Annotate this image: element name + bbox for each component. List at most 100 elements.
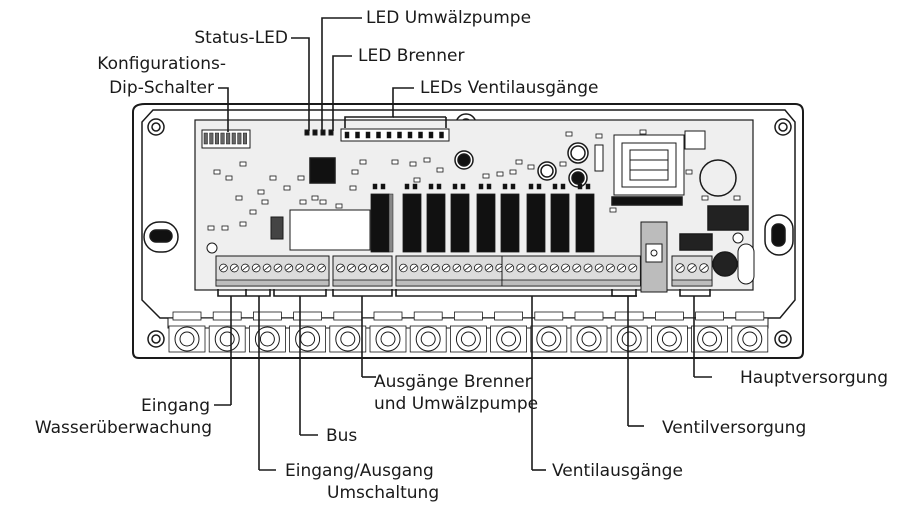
label-led-umwaelzpumpe: LED Umwälzpumpe <box>366 8 531 28</box>
smd-component <box>258 190 264 194</box>
smd-component <box>270 176 276 180</box>
smd-component <box>350 186 356 190</box>
cable-gland-inner <box>301 332 315 346</box>
relay-diode <box>537 184 541 189</box>
label-konfig-line1: Konfigurations- <box>40 54 226 74</box>
cable-gland-inner <box>662 332 676 346</box>
valve-led <box>419 132 423 138</box>
relay <box>371 194 389 252</box>
cable-gland-inner <box>180 332 194 346</box>
smd-component <box>410 162 416 166</box>
smd-component <box>566 132 572 136</box>
relay-separator <box>389 194 393 252</box>
smd-component <box>336 204 342 208</box>
jumper <box>271 217 283 239</box>
label-eingang-line2: Wasserüberwachung <box>0 418 212 438</box>
smd-component <box>686 170 692 174</box>
relay-diode <box>461 184 465 189</box>
microcontroller <box>310 158 335 183</box>
cable-glands <box>168 312 768 352</box>
relay <box>551 194 569 252</box>
relay <box>403 194 421 252</box>
board-screw <box>733 233 743 243</box>
smd-component <box>528 165 534 169</box>
relay-diode <box>561 184 565 189</box>
gland-clip <box>294 312 322 320</box>
relay-diode <box>479 184 483 189</box>
label-umschaltung-line2: Umschaltung <box>327 483 439 503</box>
smd-component <box>596 134 602 138</box>
valve-led <box>356 132 360 138</box>
relay-diode <box>487 184 491 189</box>
valve-led <box>398 132 402 138</box>
dip-switch <box>202 130 250 148</box>
dip-switch-lever <box>226 133 230 144</box>
terminal-block-base <box>333 280 392 286</box>
smd-component <box>352 170 358 174</box>
smd-component <box>483 174 489 178</box>
terminal-block-base <box>396 280 507 286</box>
smd-component <box>702 196 708 200</box>
gland-clip <box>414 312 442 320</box>
smd-component <box>437 168 443 172</box>
gland-clip <box>374 312 402 320</box>
relay-diode <box>405 184 409 189</box>
fuse-holder <box>708 206 748 230</box>
dip-switch-lever <box>243 133 247 144</box>
smd-component <box>300 200 306 204</box>
capacitor <box>455 151 473 169</box>
smd-component <box>734 196 740 200</box>
gland-clip <box>213 312 241 320</box>
label-status-led: Status-LED <box>170 28 288 48</box>
relay-diode <box>453 184 457 189</box>
gland-clip <box>253 312 281 320</box>
buzzer <box>700 160 736 196</box>
dip-switch-lever <box>210 133 214 144</box>
gland-clip <box>495 312 523 320</box>
gland-clip <box>736 312 764 320</box>
valve-led-strip <box>341 129 449 141</box>
smd-component <box>360 160 366 164</box>
cable-gland-inner <box>582 332 596 346</box>
cable-gland-inner <box>542 332 556 346</box>
smd-component <box>240 222 246 226</box>
transformer <box>614 135 684 195</box>
gland-clip <box>575 312 603 320</box>
relay <box>527 194 545 252</box>
smd-component <box>560 162 566 166</box>
valve-led <box>366 132 370 138</box>
smd-component <box>226 176 232 180</box>
gland-clip <box>535 312 563 320</box>
dip-switch-lever <box>204 133 208 144</box>
valve-led <box>408 132 412 138</box>
valve-led <box>387 132 391 138</box>
cable-gland-inner <box>260 332 274 346</box>
valve-led <box>429 132 433 138</box>
cable-gland-inner <box>743 332 757 346</box>
label-ventilausgaenge: Ventilausgänge <box>552 461 683 481</box>
relay-diode <box>553 184 557 189</box>
valve-led <box>440 132 444 138</box>
smd-component <box>392 160 398 164</box>
label-eingang-line1: Eingang <box>60 396 210 416</box>
smd-component <box>510 170 516 174</box>
relay-diode <box>511 184 515 189</box>
dip-switch-lever <box>215 133 219 144</box>
cable-gland-inner <box>421 332 435 346</box>
smd-component <box>516 160 522 164</box>
label-ausgaenge-line1: Ausgänge Brenner <box>374 372 532 392</box>
label-bus: Bus <box>326 426 357 446</box>
gland-clip <box>615 312 643 320</box>
ic-chip <box>685 131 705 149</box>
relay <box>576 194 594 252</box>
cable-gland-inner <box>220 332 234 346</box>
relay <box>477 194 495 252</box>
smd-component <box>298 176 304 180</box>
label-ventilversorgung: Ventilversorgung <box>662 418 806 438</box>
smd-component <box>320 200 326 204</box>
relay-diode <box>413 184 417 189</box>
cable-gland-inner <box>622 332 636 346</box>
label-konfig-line2: Dip-Schalter <box>40 78 214 98</box>
resistor <box>595 145 603 171</box>
relay-diode <box>529 184 533 189</box>
